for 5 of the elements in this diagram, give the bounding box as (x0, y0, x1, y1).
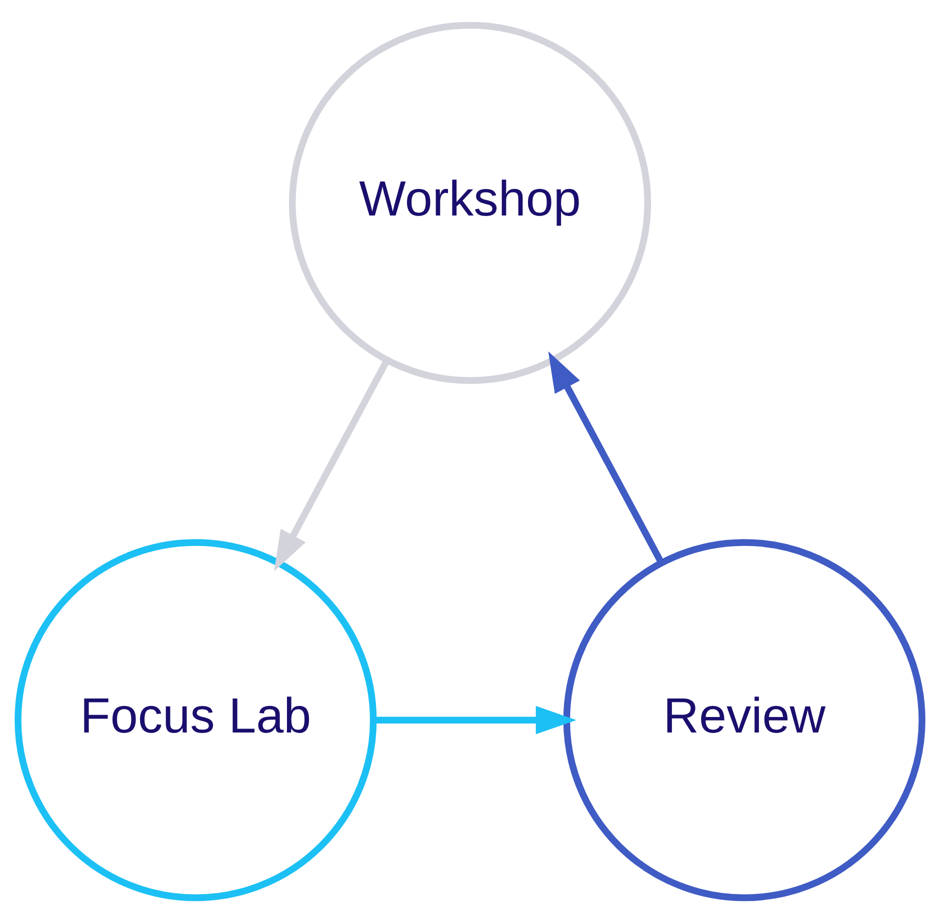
node-circle: Workshop (288, 22, 651, 384)
arrow (274, 358, 390, 572)
arrow (548, 351, 664, 564)
node-circle: Focus Lab (14, 539, 376, 902)
node-circle: Review (562, 539, 925, 902)
